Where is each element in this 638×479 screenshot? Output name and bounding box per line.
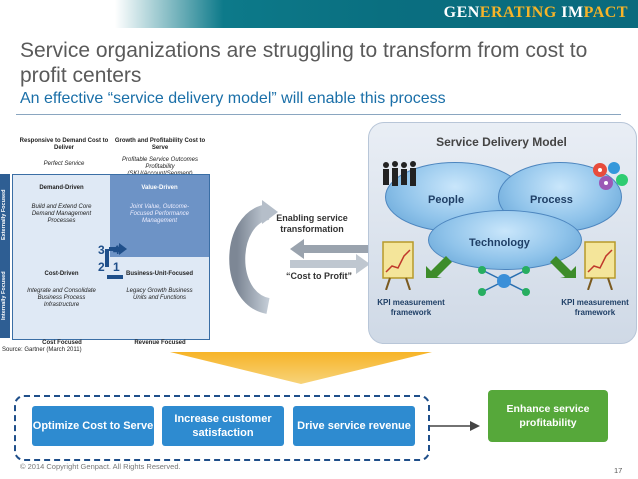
slide-title: Service organizations are struggling to … bbox=[20, 39, 588, 87]
y-axis-bar bbox=[0, 174, 10, 338]
technology-label: Technology bbox=[469, 237, 530, 249]
source-note: Source: Gartner (March 2011) bbox=[2, 347, 82, 353]
cost-to-profit-label: “Cost to Profit” bbox=[286, 271, 352, 281]
kpi-chart-icon-right bbox=[584, 241, 616, 290]
col2-heading: Growth and Profitability Cost to Serve bbox=[114, 138, 206, 151]
profitability-result-box: Enhance service profitability bbox=[488, 390, 608, 442]
y-label-bottom: Internally Focused bbox=[1, 271, 7, 320]
cycle-arrow-icon bbox=[229, 200, 278, 314]
quadrant-title: Business-Unit-Focused bbox=[125, 271, 193, 277]
quadrant-title: Demand-Driven bbox=[39, 185, 84, 191]
gears-icon bbox=[593, 162, 628, 190]
page-number: 17 bbox=[614, 466, 623, 475]
service-revenue-box: Drive service revenue bbox=[293, 406, 415, 446]
quadrant-title: Value-Driven bbox=[141, 185, 178, 191]
kpi-chart-icon-left bbox=[382, 241, 414, 290]
quadrant-business-unit: Business-Unit-Focused Legacy Growth Busi… bbox=[110, 257, 209, 339]
outcomes-group bbox=[14, 395, 430, 461]
step-1: 1 bbox=[113, 260, 120, 274]
green-arrow-left-icon bbox=[426, 256, 452, 278]
step-2: 2 bbox=[98, 260, 105, 274]
matrix-grid: Demand-Driven Build and Extend Core Dema… bbox=[12, 174, 210, 340]
kpi-label-left: KPI measurement framework bbox=[377, 298, 445, 317]
header-bar bbox=[0, 0, 638, 28]
arrow-right-icon bbox=[430, 421, 480, 431]
step-4: 4 bbox=[113, 243, 120, 257]
x-label-right: Revenue Focused bbox=[134, 340, 186, 346]
col1-subheading: Perfect Service bbox=[43, 161, 85, 167]
chevron-down-icon bbox=[170, 352, 432, 384]
x-label-left: Cost Focused bbox=[42, 340, 82, 346]
optimize-cost-box: Optimize Cost to Serve bbox=[32, 406, 154, 446]
people-label: People bbox=[428, 194, 465, 206]
slide-subtitle: An effective “service delivery model” wi… bbox=[20, 90, 446, 107]
quadrant-demand-driven: Demand-Driven Build and Extend Core Dema… bbox=[13, 175, 110, 257]
kpi-label-right: KPI measurement framework bbox=[561, 298, 629, 317]
brand-logo: GENERATING IMPACT bbox=[443, 4, 628, 21]
quadrant-text: Build and Extend Core Demand Management … bbox=[31, 204, 92, 224]
quadrant-text: Integrate and Consolidate Business Proce… bbox=[27, 288, 96, 308]
arrow-right-icon bbox=[290, 254, 370, 274]
transformation-path-arrows bbox=[105, 243, 127, 279]
enabling-label: Enabling service transformation bbox=[276, 213, 348, 234]
customer-satisfaction-box: Increase customer satisfaction bbox=[162, 406, 284, 446]
quadrant-text: Joint Value, Outcome-Focused Performance… bbox=[129, 204, 190, 224]
quadrant-cost-driven: Cost-Driven Integrate and Consolidate Bu… bbox=[13, 257, 110, 339]
network-icon bbox=[478, 266, 530, 296]
divider bbox=[16, 114, 621, 115]
quadrant-value-driven: Value-Driven Joint Value, Outcome-Focuse… bbox=[110, 175, 209, 257]
green-arrow-right-icon bbox=[550, 256, 576, 278]
quadrant-text: Legacy Growth Business Units and Functio… bbox=[126, 288, 193, 301]
people-icon bbox=[383, 161, 416, 186]
copyright: © 2014 Copyright Genpact. All Rights Res… bbox=[20, 462, 181, 471]
arrow-left-icon bbox=[290, 239, 370, 259]
y-label-top: Externally Focused bbox=[1, 189, 7, 240]
step-3: 3 bbox=[98, 243, 105, 257]
panel-title: Service Delivery Model bbox=[436, 135, 567, 149]
col1-heading: Responsive to Demand Cost to Deliver bbox=[19, 138, 109, 151]
quadrant-title: Cost-Driven bbox=[44, 271, 79, 277]
process-label: Process bbox=[530, 194, 573, 206]
